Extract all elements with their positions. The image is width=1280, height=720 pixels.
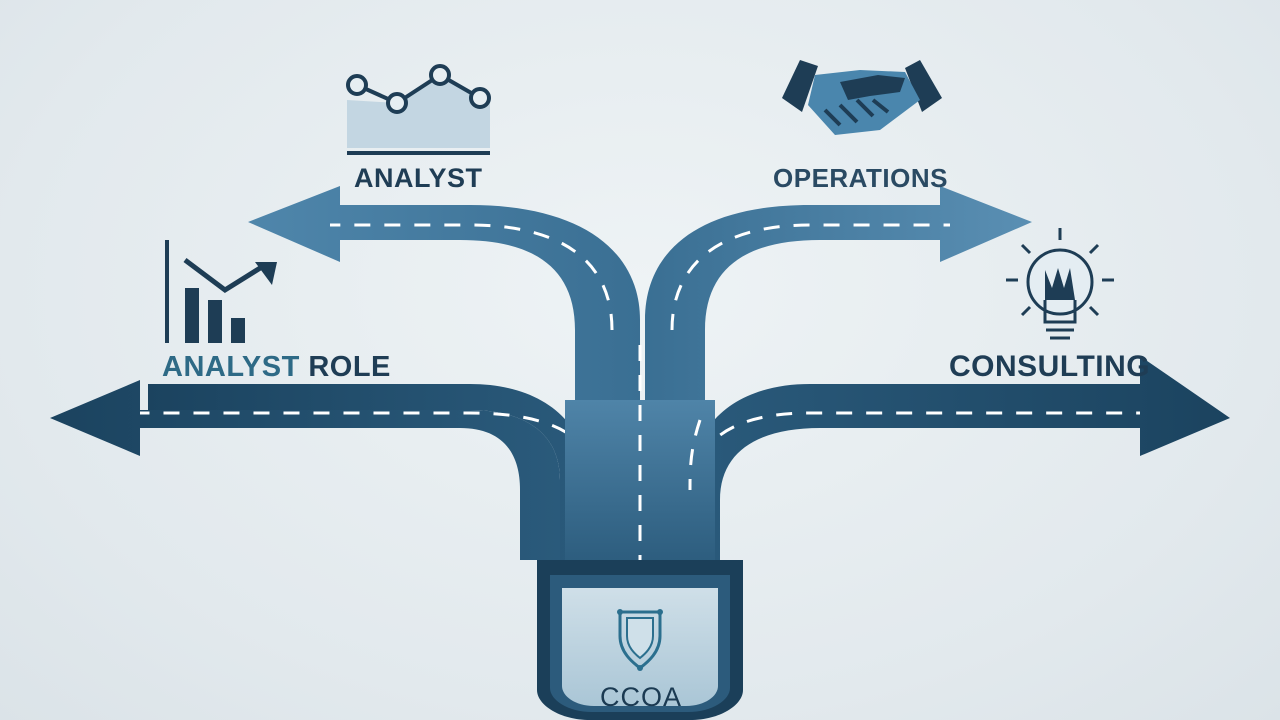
- analyst-label: ANALYST: [354, 163, 483, 193]
- bar-chart-growth-icon: [165, 240, 277, 343]
- analyst-role-label: ANALYST ROLE: [162, 351, 391, 384]
- road-lower-left: [50, 380, 602, 560]
- ccoa-label: CCOA: [600, 682, 683, 712]
- lightbulb-icon: [1006, 228, 1114, 340]
- road-lower-right: [688, 356, 1230, 560]
- handshake-icon: [782, 60, 942, 135]
- analyst-role-label-part2: ROLE: [299, 351, 391, 383]
- road-trunk: [565, 345, 715, 570]
- operations-label: OPERATIONS: [773, 163, 948, 193]
- analyst-role-label-part1: ANALYST: [162, 351, 300, 383]
- shield-badge-icon: [537, 560, 743, 720]
- line-chart-icon: [346, 64, 491, 155]
- consulting-label: CONSULTING: [949, 350, 1151, 383]
